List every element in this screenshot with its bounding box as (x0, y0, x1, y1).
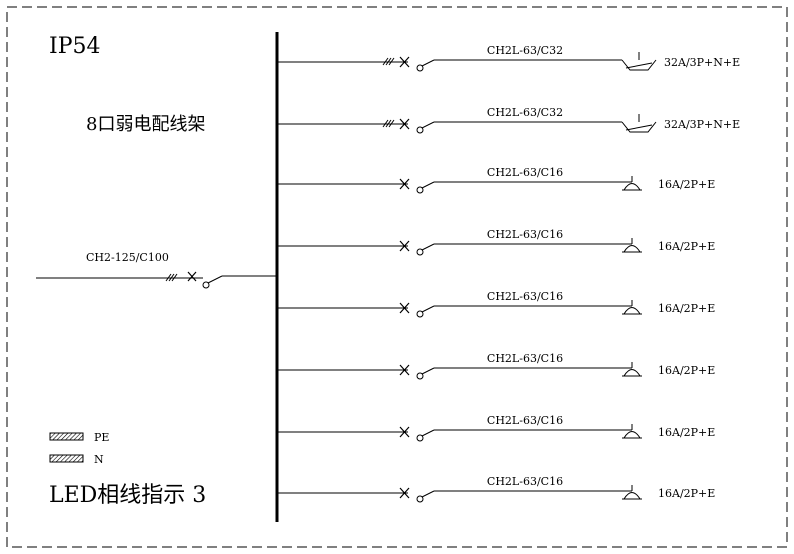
socket-label: 32A/3P+N+E (664, 118, 740, 131)
socket-icon (622, 424, 642, 439)
breaker-cross-stroke (399, 302, 410, 314)
socket-label: 16A/2P+E (658, 302, 715, 315)
breaker-blade (421, 59, 435, 67)
outgoing-circuits: CH2L-63/C32 32A/3P+N+E CH2L-63/C32 32A/3P+N… (277, 44, 740, 503)
circuit-row: CH2L-63/C32 32A/3P+N+E (277, 106, 740, 134)
breaker-label: CH2L-63/C16 (487, 290, 563, 303)
breaker-cross (399, 364, 410, 376)
socket-icon (622, 485, 642, 500)
rcd-mark (382, 119, 395, 128)
rcd-tick (382, 119, 389, 128)
socket-icon (622, 300, 642, 315)
socket-label: 16A/2P+E (658, 487, 715, 500)
breaker-contact (416, 372, 424, 380)
incoming-breaker-blade (207, 275, 223, 284)
breaker-cross-stroke (399, 364, 410, 376)
pe-swatch (49, 432, 84, 441)
socket-arc (623, 245, 641, 253)
socket-arc (623, 369, 641, 377)
breaker-cross (399, 240, 410, 252)
breaker-contact (416, 64, 424, 72)
socket-icon (622, 176, 642, 191)
incoming-breaker-label: CH2-125/C100 (86, 251, 169, 264)
socket-stroke (625, 124, 653, 131)
socket-arc (623, 183, 641, 191)
breaker-cross-stroke (399, 240, 410, 252)
breaker-label: CH2L-63/C16 (487, 166, 563, 179)
circuit-row: CH2L-63/C16 16A/2P+E (277, 352, 715, 380)
incoming-breaker-contact (202, 281, 210, 289)
circuit-row: CH2L-63/C32 32A/3P+N+E (277, 44, 740, 72)
rcd-tick (385, 57, 392, 66)
rcd-tick (385, 119, 392, 128)
breaker-label: CH2L-63/C32 (487, 106, 563, 119)
breaker-label: CH2L-63/C16 (487, 475, 563, 488)
breaker-contact (416, 310, 424, 318)
legend: PE N (49, 431, 109, 466)
rcd-mark (382, 57, 395, 66)
breaker-blade (421, 429, 435, 437)
incoming-breaker-cross (187, 271, 197, 282)
breaker-blade (421, 490, 435, 498)
socket-label: 16A/2P+E (658, 426, 715, 439)
enclosure-title: 8口弱电配线架 (86, 114, 205, 135)
circuit-row: CH2L-63/C16 16A/2P+E (277, 166, 715, 194)
socket-label: 16A/2P+E (658, 364, 715, 377)
circuit-row: CH2L-63/C16 16A/2P+E (277, 290, 715, 318)
rcd-tick (382, 57, 389, 66)
enclosure-border (6, 6, 788, 548)
breaker-label: CH2L-63/C16 (487, 228, 563, 241)
rcd-tick (388, 119, 395, 128)
n-swatch (49, 454, 84, 463)
breaker-contact (416, 434, 424, 442)
breaker-label: CH2L-63/C16 (487, 352, 563, 365)
breaker-label: CH2L-63/C16 (487, 414, 563, 427)
socket-arc (623, 307, 641, 315)
breaker-blade (421, 367, 435, 375)
socket-body (621, 59, 657, 71)
breaker-label: CH2L-63/C32 (487, 44, 563, 57)
socket-stroke (625, 62, 653, 69)
breaker-blade (421, 181, 435, 189)
breaker-contact (416, 186, 424, 194)
breaker-cross-stroke (399, 426, 410, 438)
breaker-cross (399, 178, 410, 190)
socket-label: 32A/3P+N+E (664, 56, 740, 69)
circuit-row: CH2L-63/C16 16A/2P+E (277, 475, 715, 503)
incoming-rcd-mark (165, 273, 178, 282)
breaker-blade (421, 121, 435, 129)
socket-body (621, 121, 657, 133)
breaker-cross-stroke (399, 487, 410, 499)
n-label: N (94, 453, 104, 466)
socket-icon (622, 362, 642, 377)
breaker-cross-stroke (399, 56, 410, 68)
breaker-contact (416, 248, 424, 256)
socket-label: 16A/2P+E (658, 240, 715, 253)
breaker-cross-stroke (399, 178, 410, 190)
breaker-contact (416, 495, 424, 503)
breaker-contact (416, 126, 424, 134)
circuit-row: CH2L-63/C16 16A/2P+E (277, 228, 715, 256)
led-phase-indicator-text: LED相线指示 3 (49, 483, 206, 508)
socket-3p-icon (621, 52, 657, 71)
socket-arc (623, 492, 641, 500)
circuit-row: CH2L-63/C16 16A/2P+E (277, 414, 715, 442)
pe-label: PE (94, 431, 109, 444)
socket-icon (622, 238, 642, 253)
breaker-cross (399, 118, 410, 130)
breaker-cross (399, 56, 410, 68)
socket-arc (623, 431, 641, 439)
incoming-feeder: CH2-125/C100 (36, 251, 277, 289)
breaker-cross (399, 426, 410, 438)
rcd-tick (388, 57, 395, 66)
breaker-cross (399, 302, 410, 314)
breaker-blade (421, 305, 435, 313)
breaker-cross (399, 487, 410, 499)
ip-rating: IP54 (49, 34, 101, 59)
socket-3p-icon (621, 114, 657, 133)
socket-label: 16A/2P+E (658, 178, 715, 191)
breaker-blade (421, 243, 435, 251)
breaker-cross-stroke (399, 118, 410, 130)
